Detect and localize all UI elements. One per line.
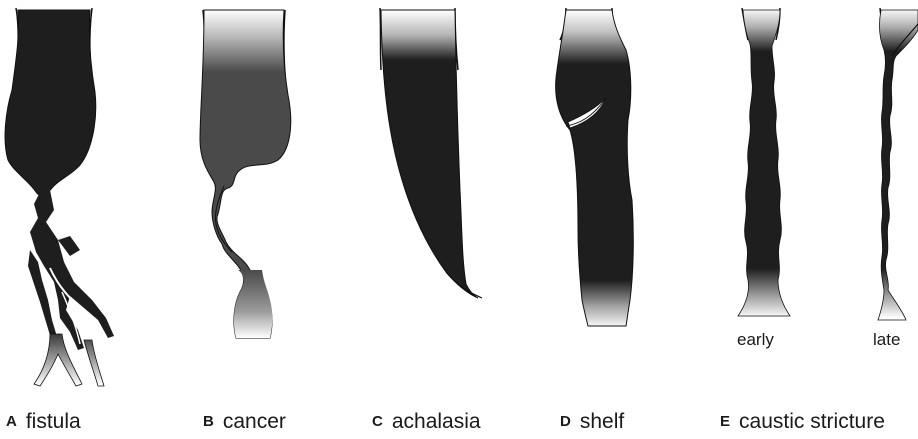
panel-letter: C — [372, 413, 383, 430]
panel-letter: D — [560, 413, 571, 430]
panel-letter: B — [203, 413, 214, 430]
cancer-illustration — [200, 10, 291, 338]
shelf-illustration — [556, 8, 634, 326]
panel-label-e: Ecaustic stricture — [720, 411, 885, 432]
fistula-illustration — [5, 8, 114, 386]
panel-name: fistula — [26, 410, 81, 433]
panel-name: cancer — [223, 410, 286, 433]
sub-label-late: late — [873, 331, 900, 348]
panel-name: caustic stricture — [739, 410, 885, 433]
panel-label-b: Bcancer — [203, 411, 286, 432]
panel-label-d: Dshelf — [560, 411, 624, 432]
sub-label-early: early — [737, 331, 774, 348]
panel-name: shelf — [580, 410, 624, 433]
panel-name: achalasia — [392, 410, 481, 433]
panel-label-a: Afistula — [6, 411, 81, 432]
caustic-early-illustration — [738, 8, 790, 316]
panel-letter: E — [720, 413, 730, 430]
panel-letter: A — [6, 413, 17, 430]
achalasia-illustration — [380, 8, 482, 298]
panel-label-c: Cachalasia — [372, 411, 481, 432]
caustic-late-illustration — [878, 8, 918, 320]
